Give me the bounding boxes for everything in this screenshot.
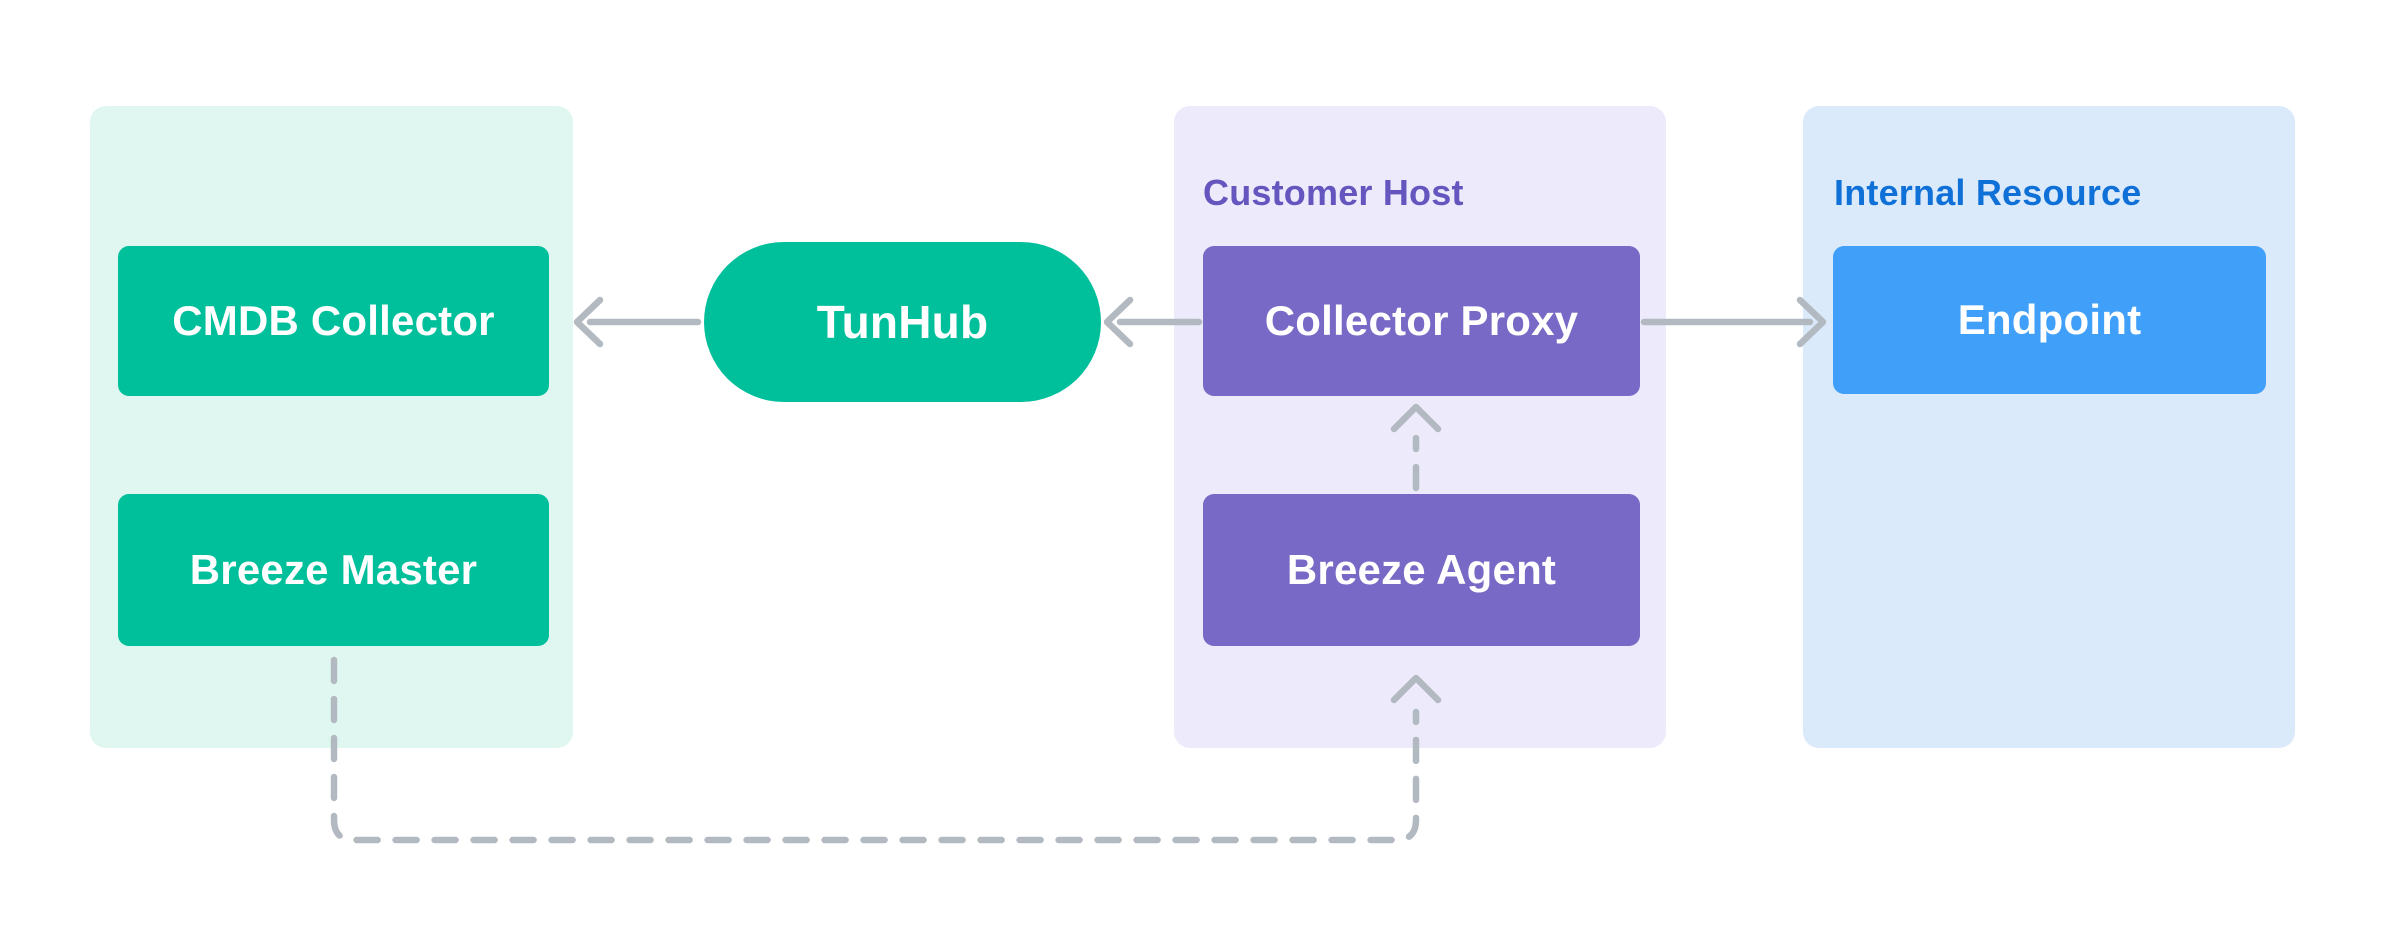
node-collector-proxy: Collector Proxy: [1203, 246, 1640, 396]
panel-master-group: [90, 106, 573, 748]
node-endpoint: Endpoint: [1833, 246, 2266, 394]
node-cmdb-collector: CMDB Collector: [118, 246, 549, 396]
panel-internal-resource: [1803, 106, 2295, 748]
internal-resource-label: Internal Resource: [1834, 172, 2142, 213]
node-breeze-agent: Breeze Agent: [1203, 494, 1640, 646]
node-tunhub: TunHub: [704, 242, 1101, 402]
node-breeze-master: Breeze Master: [118, 494, 549, 646]
customer-host-label: Customer Host: [1203, 172, 1464, 213]
arrow-tunhub-to-cmdb-head: [573, 296, 604, 348]
arrow-proxy-to-tunhub-head: [1103, 296, 1134, 348]
